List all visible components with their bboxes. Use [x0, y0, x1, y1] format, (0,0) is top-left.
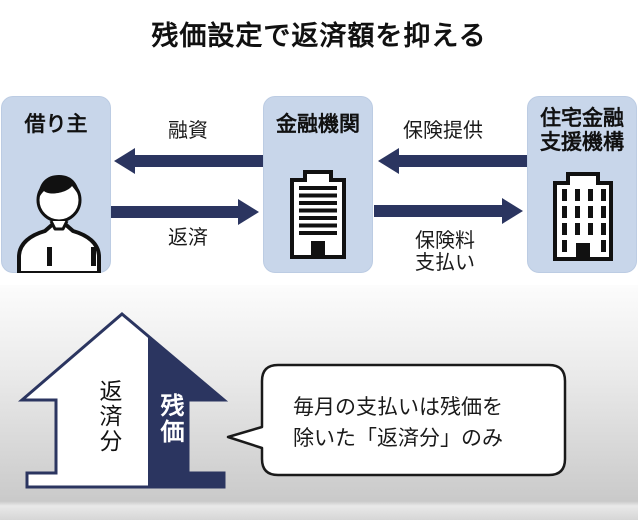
- loan-arrow-shaft: [133, 155, 263, 167]
- loan-arrow-label: 融資: [168, 120, 208, 142]
- premium-payment-label-line1: 保険料: [415, 230, 475, 252]
- premium-payment-label-line2: 支払い: [415, 252, 475, 274]
- repayment-arrow-head: [238, 199, 259, 225]
- person-icon: [17, 175, 101, 273]
- page-title: 残価設定で返済額を抑える: [151, 21, 487, 51]
- insurance-provision-arrow-label: 保険提供: [403, 120, 483, 142]
- bank-label: 金融機関: [276, 113, 360, 136]
- premium-payment-arrow-shaft: [374, 205, 504, 217]
- agency-label-line2: 支援機構: [540, 131, 624, 154]
- callout-line1: 毎月の支払いは残価を: [293, 396, 503, 419]
- house-residual-section: [148, 336, 224, 487]
- house-diagram: [17, 312, 229, 489]
- house-repayment-label: 返済分: [96, 379, 122, 454]
- premium-payment-arrow-head: [502, 198, 523, 224]
- bank-building-icon: [290, 170, 346, 259]
- bank-box: 金融機関: [263, 96, 373, 273]
- loan-arrow-head: [114, 148, 135, 174]
- callout-line2: 除いた「返済分」のみ: [293, 427, 503, 450]
- house-residual-label: 残価: [156, 393, 183, 445]
- agency-label: 住宅金融 支援機構: [528, 107, 636, 155]
- borrower-label: 借り主: [24, 113, 88, 136]
- repayment-arrow-label: 返済: [168, 227, 208, 249]
- callout-bubble: [226, 363, 567, 477]
- agency-box: 住宅金融 支援機構: [527, 96, 637, 273]
- insurance-provision-arrow-head: [378, 148, 399, 174]
- borrower-box: 借り主: [1, 96, 111, 273]
- repayment-arrow-shaft: [111, 206, 241, 218]
- agency-label-line1: 住宅金融: [540, 107, 624, 130]
- agency-building-icon: [553, 172, 613, 261]
- insurance-provision-arrow-shaft: [397, 155, 527, 167]
- premium-payment-arrow-label: 保険料 支払い: [415, 230, 475, 274]
- callout-text: 毎月の支払いは残価を 除いた「返済分」のみ: [293, 392, 503, 454]
